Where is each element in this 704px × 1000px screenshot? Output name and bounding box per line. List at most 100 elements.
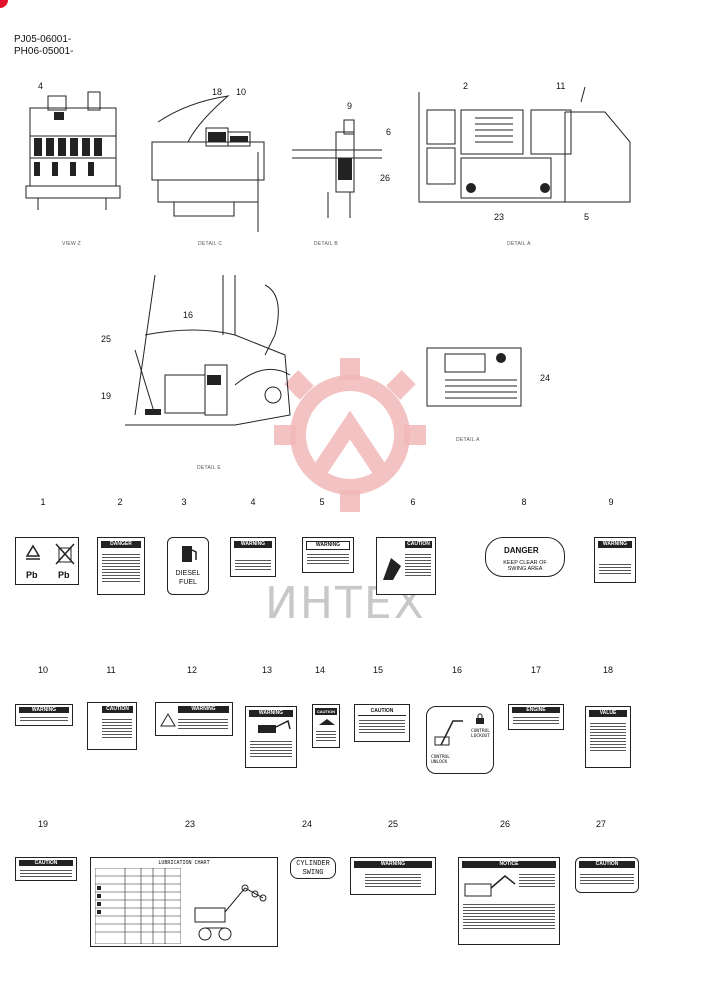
part-number-11: 11 — [106, 665, 116, 675]
part-number-27: 27 — [595, 819, 606, 829]
callout-11: 11 — [556, 81, 566, 91]
label-18-text-lines — [590, 721, 626, 753]
hand-hazard-icon — [319, 719, 335, 725]
label-13-text-lines — [250, 739, 292, 759]
label-2-text-lines — [102, 552, 140, 584]
serial-line-1: PJ05-06001- — [14, 34, 72, 45]
callout-24: 24 — [540, 373, 551, 383]
label-10-head: WARNING — [19, 707, 69, 713]
label-26-notice: NOTICE — [458, 857, 560, 945]
label-25-warning: WARNING — [350, 857, 436, 895]
label-8-danger-swing: DANGER KEEP CLEAR OF SWING AREA — [485, 537, 565, 577]
label-15-head: CAUTION — [358, 708, 406, 716]
label-8-danger: DANGER — [504, 546, 539, 555]
label-6-caution: CAUTION — [376, 537, 436, 595]
part-number-17: 17 — [530, 665, 541, 675]
part-number-14: 14 — [314, 665, 325, 675]
crossed-bin-icon — [55, 543, 75, 565]
callout-16: 16 — [183, 310, 194, 320]
label-17-head: ENGINE — [512, 707, 560, 713]
label-26-head: NOTICE — [462, 861, 556, 868]
label-4-head: WARNING — [234, 541, 272, 548]
detail-e-drawing — [125, 275, 291, 426]
label-24-cylinder-swing: CYLINDER SWING — [290, 857, 336, 879]
part-number-18: 18 — [602, 665, 613, 675]
part-number-9: 9 — [608, 497, 614, 507]
label-3-diesel-fuel: DIESEL FUEL — [167, 537, 209, 595]
caption-detail-a-mid: DETAIL A — [456, 437, 480, 443]
label-2-danger: DANGER — [97, 537, 145, 595]
part-number-1: 1 — [40, 497, 46, 507]
detail-c-drawing — [151, 95, 265, 232]
lube-table — [95, 868, 181, 944]
fuel-pump-icon — [182, 546, 197, 562]
label-11-text-lines — [102, 717, 132, 740]
serial-line-2: PH06-05001- — [14, 46, 74, 57]
part-number-4: 4 — [250, 497, 256, 507]
detail-a-drawing — [418, 86, 631, 203]
label-12-head: WARNING — [178, 706, 229, 713]
part-number-24: 24 — [301, 819, 312, 829]
label-27-head: CAUTION — [579, 861, 635, 868]
watermark-gear-icon — [274, 358, 426, 512]
label-3-line1: DIESEL — [175, 570, 201, 577]
callout-6: 6 — [386, 127, 392, 137]
label-18-value: VALUE — [585, 706, 631, 768]
callout-26: 26 — [380, 173, 391, 183]
caption-detail-c: DETAIL C — [198, 241, 223, 247]
label-17-text-lines — [513, 715, 559, 726]
label-14-text-lines — [316, 729, 336, 743]
label-1-pb-right: Pb — [58, 570, 70, 580]
label-13-head: WARNING — [249, 710, 293, 717]
detail-b-drawing — [292, 119, 382, 218]
label-1-pb-left: Pb — [26, 570, 38, 580]
label-6-head: CAUTION — [405, 541, 432, 548]
label-9-warning: WARNING — [594, 537, 636, 583]
label-4-warning: WARNING — [230, 537, 276, 577]
detail-a-mid-drawing — [426, 347, 522, 407]
label-4-text-lines — [235, 558, 271, 572]
lock-icon — [476, 713, 484, 724]
callout-23: 23 — [494, 212, 505, 222]
part-number-10: 10 — [37, 665, 48, 675]
label-5-head: WARNING — [306, 541, 350, 550]
label-5-text-lines — [307, 552, 349, 566]
part-number-25: 25 — [387, 819, 398, 829]
callout-5: 5 — [584, 212, 590, 222]
label-12-text-lines — [178, 717, 228, 731]
label-9-head: WARNING — [598, 541, 632, 548]
label-23-lubrication-chart: LUBRICATION CHART — [90, 857, 278, 947]
callout-10: 10 — [236, 87, 247, 97]
crush-hazard-icon — [383, 558, 401, 580]
warning-triangle-icon — [160, 713, 176, 727]
label-8-line1: KEEP CLEAR OF — [503, 560, 547, 566]
caption-detail-e: DETAIL E — [197, 465, 222, 471]
label-11-head: CAUTION — [102, 706, 133, 713]
label-23-head: LUBRICATION CHART — [158, 860, 210, 866]
label-5-warning: WARNING — [302, 537, 354, 573]
callout-25: 25 — [101, 334, 112, 344]
caption-detail-a-top: DETAIL A — [507, 241, 531, 247]
label-24-line2: SWING — [302, 869, 324, 877]
lever-icon — [434, 720, 463, 746]
label-2-head: DANGER — [101, 541, 141, 548]
label-16-unlock: CONTROL UNLOCK — [431, 755, 450, 765]
label-26-text-lines — [463, 902, 555, 931]
label-16-lock: CONTROL LOCKOUT — [471, 729, 490, 739]
label-25-text-lines — [365, 872, 421, 889]
label-8-line2: SWING AREA — [507, 566, 543, 572]
part-number-19: 19 — [37, 819, 48, 829]
label-27-text-lines — [580, 872, 634, 886]
label-14-caution: CAUTION — [312, 704, 340, 748]
part-number-12: 12 — [186, 665, 197, 675]
part-number-15: 15 — [372, 665, 383, 675]
part-number-13: 13 — [261, 665, 272, 675]
part-number-5: 5 — [319, 497, 325, 507]
view-z-drawing — [25, 91, 121, 210]
label-10-warning: WARNING — [15, 704, 73, 726]
label-12-warning: WARNING — [155, 702, 233, 736]
label-6-text-lines — [405, 552, 431, 578]
corner-marker — [0, 0, 8, 8]
label-16-control-lockout: CONTROL LOCKOUT CONTROL UNLOCK — [426, 706, 494, 774]
caption-detail-b: DETAIL B — [314, 241, 339, 247]
